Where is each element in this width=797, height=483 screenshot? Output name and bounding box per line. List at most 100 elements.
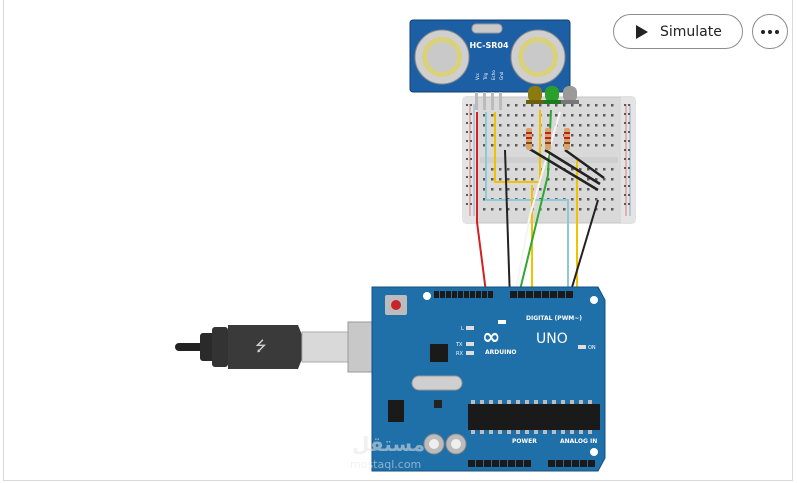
- breadboard-hole: [539, 104, 542, 107]
- breadboard-hole: [466, 167, 468, 169]
- wire-lightblue[interactable]: [485, 112, 569, 290]
- led-white[interactable]: [561, 86, 579, 104]
- digital-label: DIGITAL (PWM~): [526, 315, 582, 322]
- breadboard-hole: [466, 185, 468, 187]
- breadboard-hole: [470, 149, 472, 151]
- breadboard-hole: [603, 104, 606, 107]
- breadboard-hole: [595, 198, 598, 201]
- watermark: مستقل mostaql.com: [350, 432, 425, 471]
- led-green[interactable]: [543, 86, 561, 104]
- breadboard-hole: [555, 168, 558, 171]
- header-pin: [508, 460, 515, 467]
- breadboard-hole: [499, 188, 502, 191]
- breadboard-hole: [470, 158, 472, 160]
- resistor-3[interactable]: [564, 128, 570, 150]
- breadboard-hole: [611, 114, 614, 117]
- header-pin: [464, 291, 469, 298]
- breadboard-hole: [579, 198, 582, 201]
- chip-pin: [498, 400, 502, 404]
- breadboard-hole: [491, 168, 494, 171]
- breadboard-hole: [595, 124, 598, 127]
- breadboard-hole: [470, 185, 472, 187]
- breadboard-hole: [466, 113, 468, 115]
- breadboard-hole: [523, 168, 526, 171]
- breadboard-hole: [531, 144, 534, 147]
- breadboard-hole: [507, 114, 510, 117]
- breadboard-hole: [507, 134, 510, 137]
- breadboard-hole: [571, 114, 574, 117]
- breadboard-hole: [483, 168, 486, 171]
- header-pin: [500, 460, 507, 467]
- breadboard-hole: [603, 144, 606, 147]
- breadboard-hole: [547, 178, 550, 181]
- breadboard-hole: [499, 178, 502, 181]
- header-pin: [548, 460, 555, 467]
- resistor-2[interactable]: [545, 128, 551, 150]
- breadboard-hole: [587, 188, 590, 191]
- header-pin: [534, 291, 541, 298]
- power-label: POWER: [512, 438, 537, 445]
- ultrasonic-sensor[interactable]: HC-SR04 Vcc Trig Echo Gnd: [409, 19, 571, 110]
- breadboard-hole: [531, 134, 534, 137]
- breadboard-hole: [628, 104, 630, 106]
- breadboard-hole: [470, 104, 472, 106]
- breadboard-hole: [624, 131, 626, 133]
- led-yellow[interactable]: [526, 86, 544, 104]
- header-pin: [516, 460, 523, 467]
- breadboard-hole: [499, 144, 502, 147]
- arduino-uno-board[interactable]: DIGITAL (PWM~) ∞ ARDUINO UNO ON L TX RX …: [371, 286, 606, 472]
- breadboard-hole: [571, 168, 574, 171]
- breadboard-hole: [628, 194, 630, 196]
- chip-pin: [561, 430, 565, 434]
- analog-in-label: ANALOG IN: [560, 438, 597, 445]
- chip-pin: [552, 430, 556, 434]
- breadboard-hole: [587, 144, 590, 147]
- breadboard-hole: [579, 208, 582, 211]
- breadboard-hole: [579, 188, 582, 191]
- breadboard-hole: [531, 104, 534, 107]
- breadboard-hole: [547, 114, 550, 117]
- more-options-icon: [761, 29, 765, 34]
- usb-cable[interactable]: ⭍: [175, 321, 407, 373]
- usb-icon: ⭍: [255, 339, 267, 355]
- breadboard-hole: [595, 168, 598, 171]
- more-options-button[interactable]: [752, 14, 788, 49]
- breadboard-hole: [523, 188, 526, 191]
- breadboard-hole: [515, 168, 518, 171]
- breadboard-hole: [531, 168, 534, 171]
- breadboard-hole: [547, 124, 550, 127]
- chip-pin: [525, 400, 529, 404]
- tx-led-label: TX: [455, 342, 463, 348]
- chip-pin: [498, 430, 502, 434]
- breadboard-hole: [523, 178, 526, 181]
- breadboard-hole: [507, 124, 510, 127]
- chip-pin: [570, 430, 574, 434]
- header-pin: [482, 291, 487, 298]
- header-pin: [564, 460, 571, 467]
- simulate-button[interactable]: Simulate: [613, 14, 743, 49]
- chip-pin: [543, 430, 547, 434]
- breadboard-hole: [624, 185, 626, 187]
- header-pin: [526, 291, 533, 298]
- breadboard-hole: [587, 168, 590, 171]
- breadboard-hole: [624, 149, 626, 151]
- sensor-pin-trig: Trig: [483, 72, 488, 81]
- breadboard-hole: [515, 208, 518, 211]
- breadboard-hole: [491, 144, 494, 147]
- sensor-pin-vcc: Vcc: [475, 73, 480, 80]
- chip-pin: [525, 430, 529, 434]
- breadboard-hole: [499, 208, 502, 211]
- header-pin: [550, 291, 557, 298]
- breadboard-hole: [483, 124, 486, 127]
- sensor-label: HC-SR04: [469, 41, 509, 50]
- breadboard-hole: [515, 124, 518, 127]
- breadboard-hole: [555, 134, 558, 137]
- breadboard-hole: [603, 114, 606, 117]
- breadboard-hole: [491, 208, 494, 211]
- breadboard-hole: [624, 158, 626, 160]
- breadboard-hole: [470, 176, 472, 178]
- header-pin: [588, 460, 595, 467]
- resistor-1[interactable]: [526, 128, 532, 150]
- breadboard-hole: [624, 104, 626, 106]
